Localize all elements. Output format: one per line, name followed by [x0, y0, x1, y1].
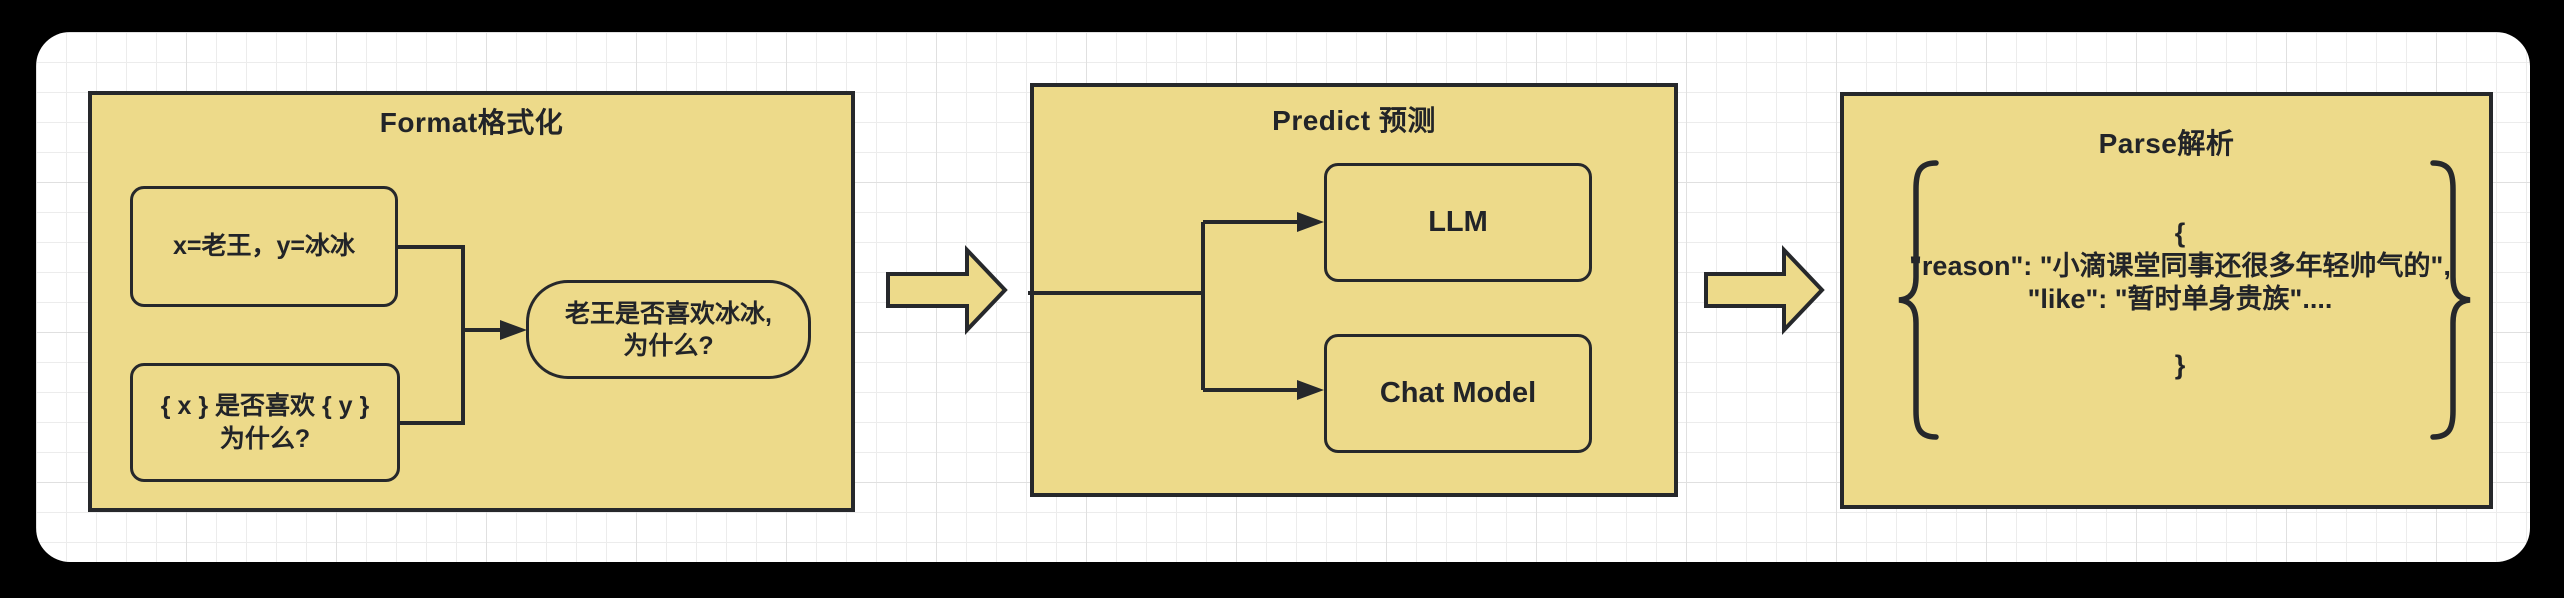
- input-values-box: x=老王，y=冰冰: [130, 186, 398, 307]
- formatted-prompt-line2: 为什么?: [623, 331, 714, 360]
- panel-format-title: Format格式化: [379, 107, 564, 138]
- prompt-template-line1: { x } 是否喜欢 { y }: [160, 391, 370, 420]
- panel-predict-title: Predict 预测: [1272, 105, 1436, 136]
- prompt-template-line2: 为什么?: [219, 424, 311, 453]
- json-reason-line: "reason": "小滴课堂同事还很多年轻帅气的",: [1909, 251, 2451, 281]
- panel-parse-title: Parse解析: [2098, 128, 2235, 159]
- json-like-line: "like": "暂时单身贵族"....: [2027, 284, 2333, 314]
- chat-model-box: Chat Model: [1324, 334, 1592, 453]
- prompt-template-box: { x } 是否喜欢 { y } 为什么?: [130, 363, 400, 482]
- llm-box-label: LLM: [1428, 206, 1488, 238]
- json-output-text: { "reason": "小滴课堂同事还很多年轻帅气的", "like": "暂…: [1880, 217, 2480, 382]
- json-open-brace-text: {: [2174, 218, 2186, 248]
- formatted-prompt-line1: 老王是否喜欢冰冰,: [565, 299, 772, 328]
- input-values-text: x=老王，y=冰冰: [172, 232, 355, 260]
- json-close-brace-text: }: [2174, 350, 2186, 380]
- chat-model-box-label: Chat Model: [1379, 377, 1537, 409]
- panel-parse: Parse解析: [1840, 92, 2493, 509]
- formatted-prompt-box: 老王是否喜欢冰冰, 为什么?: [526, 280, 811, 379]
- llm-box: LLM: [1324, 163, 1592, 282]
